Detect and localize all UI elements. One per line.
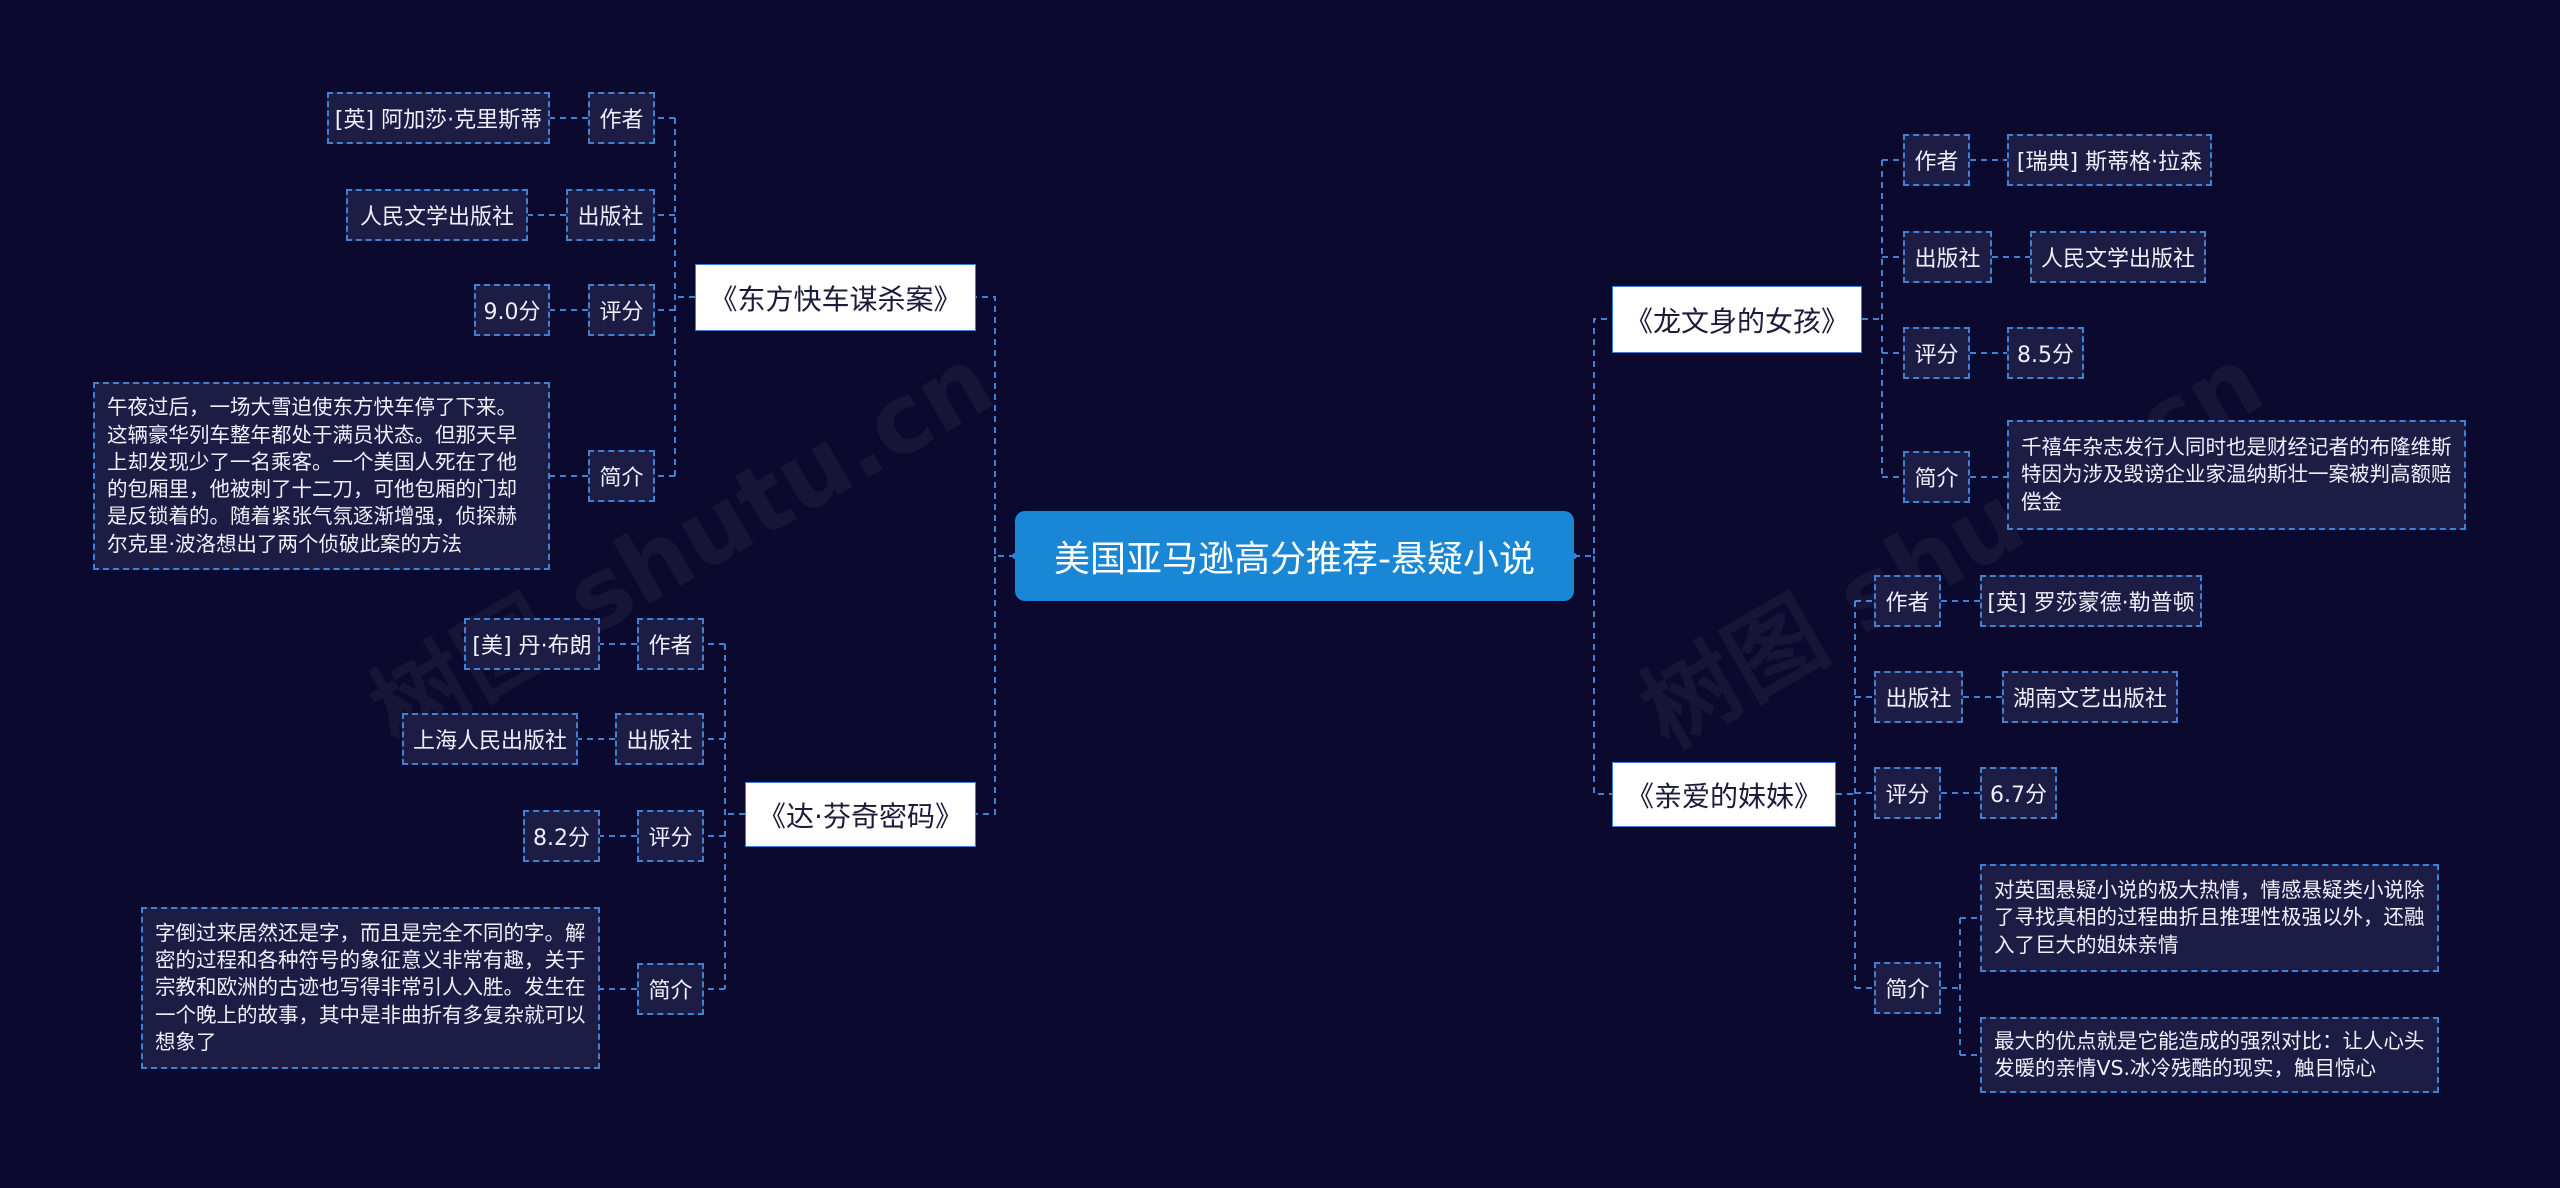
publisher-label[interactable]: 出版社: [615, 713, 704, 765]
root-topic[interactable]: 美国亚马逊高分推荐-悬疑小说: [1015, 511, 1574, 601]
intro-label[interactable]: 简介: [637, 963, 704, 1015]
book-dragon-tattoo[interactable]: 《龙文身的女孩》: [1612, 286, 1862, 353]
intro-label[interactable]: 简介: [1874, 962, 1941, 1014]
publisher-label[interactable]: 出版社: [566, 189, 655, 241]
rating-label[interactable]: 评分: [588, 284, 655, 336]
publisher-label[interactable]: 出版社: [1903, 231, 1992, 283]
intro-text[interactable]: 千禧年杂志发行人同时也是财经记者的布隆维斯特因为涉及毁谤企业家温纳斯壮一案被判高…: [2007, 420, 2466, 530]
intro-label[interactable]: 简介: [1903, 451, 1970, 503]
rating-value[interactable]: 8.2分: [523, 810, 600, 862]
publisher-value[interactable]: 人民文学出版社: [346, 189, 528, 241]
rating-label[interactable]: 评分: [1874, 767, 1941, 819]
connector-line: [1593, 556, 1612, 795]
connector-line: [976, 296, 1015, 557]
publisher-label[interactable]: 出版社: [1874, 671, 1963, 723]
rating-label[interactable]: 评分: [1903, 327, 1970, 379]
rating-value[interactable]: 8.5分: [2007, 327, 2084, 379]
author-value[interactable]: [瑞典] 斯蒂格·拉森: [2007, 134, 2212, 186]
rating-value[interactable]: 6.7分: [1980, 767, 2057, 819]
publisher-value[interactable]: 人民文学出版社: [2030, 231, 2206, 283]
book-sister[interactable]: 《亲爱的妹妹》: [1612, 762, 1836, 827]
intro-text[interactable]: 午夜过后，一场大雪迫使东方快车停了下来。这辆豪华列车整年都处于满员状态。但那天早…: [93, 382, 550, 570]
book-orient-express[interactable]: 《东方快车谋杀案》: [695, 264, 976, 331]
intro-text[interactable]: 对英国悬疑小说的极大热情，情感悬疑类小说除了寻找真相的过程曲折且推理性极强以外，…: [1980, 864, 2439, 972]
intro-text[interactable]: 字倒过来居然还是字，而且是完全不同的字。解密的过程和各种符号的象征意义非常有趣，…: [141, 907, 600, 1069]
author-label[interactable]: 作者: [1903, 134, 1970, 186]
connector-line: [1574, 318, 1612, 557]
author-label[interactable]: 作者: [1874, 575, 1941, 627]
author-value[interactable]: [美] 丹·布朗: [464, 618, 600, 670]
author-label[interactable]: 作者: [588, 92, 655, 144]
intro-label[interactable]: 简介: [588, 450, 655, 502]
rating-label[interactable]: 评分: [637, 810, 704, 862]
book-da-vinci-code[interactable]: 《达·芬奇密码》: [745, 782, 976, 847]
author-label[interactable]: 作者: [637, 618, 704, 670]
publisher-value[interactable]: 上海人民出版社: [402, 713, 578, 765]
connector-line: [976, 556, 996, 815]
author-value[interactable]: [英] 罗莎蒙德·勒普顿: [1980, 575, 2202, 627]
rating-value[interactable]: 9.0分: [474, 284, 550, 336]
author-value[interactable]: [英] 阿加莎·克里斯蒂: [327, 92, 550, 144]
publisher-value[interactable]: 湖南文艺出版社: [2002, 671, 2178, 723]
intro-text-2[interactable]: 最大的优点就是它能造成的强烈对比：让人心头发暖的亲情VS.冰冷残酷的现实，触目惊…: [1980, 1017, 2439, 1093]
